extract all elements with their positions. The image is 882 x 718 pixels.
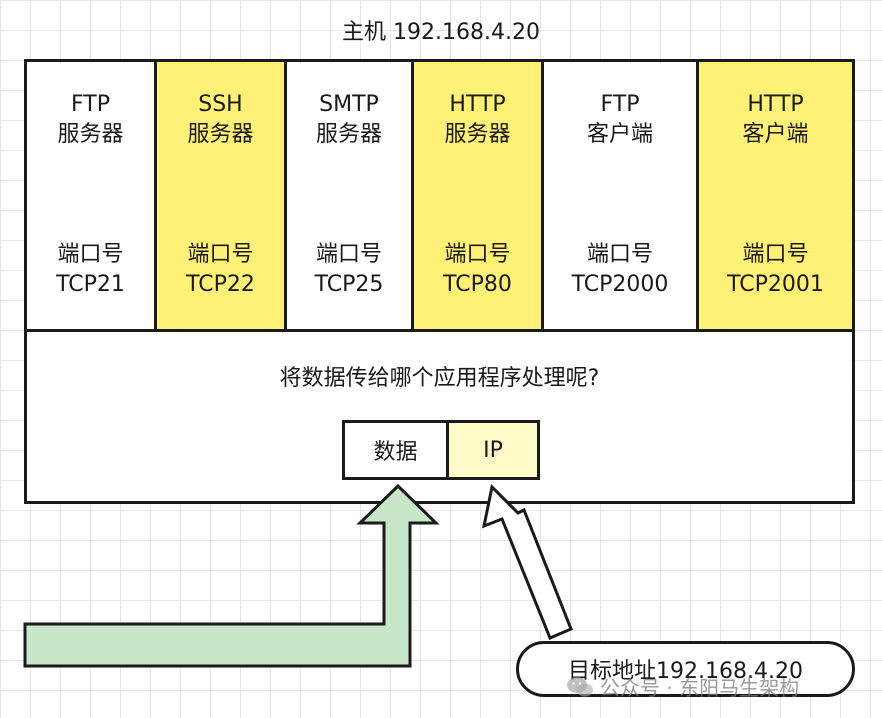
app-port: 端口号 TCP21 <box>27 240 154 300</box>
question-text: 将数据传给哪个应用程序处理呢? <box>279 366 600 391</box>
app-role: 服务器 <box>57 122 124 147</box>
port-number: TCP80 <box>443 272 512 297</box>
app-protocol: FTP <box>71 92 110 117</box>
app-cell-ssh-server: SSH 服务器 端口号 TCP22 <box>157 62 287 329</box>
app-role: 客户端 <box>742 122 809 147</box>
app-port: 端口号 TCP2000 <box>544 240 696 300</box>
host-box: FTP 服务器 端口号 TCP21 SSH 服务器 端口号 TCP22 SMTP… <box>24 59 855 504</box>
port-label: 端口号 <box>187 242 254 267</box>
app-cell-smtp-server: SMTP 服务器 端口号 TCP25 <box>287 62 414 329</box>
app-role: 客户端 <box>586 122 653 147</box>
app-port: 端口号 TCP22 <box>157 240 284 300</box>
port-number: TCP2001 <box>727 272 824 297</box>
app-cell-ftp-client: FTP 客户端 端口号 TCP2000 <box>544 62 699 329</box>
app-cell-http-server: HTTP 服务器 端口号 TCP80 <box>414 62 544 329</box>
port-number: TCP21 <box>56 272 125 297</box>
app-port: 端口号 TCP2001 <box>699 240 852 300</box>
app-protocol: FTP <box>600 92 640 117</box>
app-name: HTTP 服务器 <box>414 90 541 150</box>
data-arrow <box>23 483 440 668</box>
watermark-text: 公众号 · 东阳马生架构 <box>600 676 800 700</box>
port-label: 端口号 <box>57 242 124 267</box>
app-port: 端口号 TCP25 <box>287 240 411 300</box>
watermark: 公众号 · 东阳马生架构 <box>566 672 799 701</box>
app-cell-http-client: HTTP 客户端 端口号 TCP2001 <box>699 62 852 329</box>
applications-row: FTP 服务器 端口号 TCP21 SSH 服务器 端口号 TCP22 SMTP… <box>27 62 852 332</box>
port-number: TCP2000 <box>571 272 669 297</box>
port-label: 端口号 <box>315 242 382 267</box>
app-role: 服务器 <box>444 122 511 147</box>
app-cell-ftp-server: FTP 服务器 端口号 TCP21 <box>27 62 157 329</box>
packet-ip-field: IP <box>446 420 540 480</box>
app-role: 服务器 <box>315 122 382 147</box>
app-protocol: HTTP <box>747 92 804 117</box>
port-number: TCP25 <box>314 272 384 297</box>
ip-arrow <box>481 483 573 640</box>
port-label: 端口号 <box>586 242 653 267</box>
app-name: SSH 服务器 <box>157 90 284 150</box>
app-role: 服务器 <box>187 122 254 147</box>
app-name: FTP 客户端 <box>544 90 696 150</box>
app-name: HTTP 客户端 <box>699 90 852 150</box>
port-label: 端口号 <box>742 242 809 267</box>
app-protocol: SMTP <box>319 92 379 117</box>
packet-data-field: 数据 <box>342 420 449 480</box>
host-title: 主机 192.168.4.20 <box>342 20 540 45</box>
app-protocol: SSH <box>198 92 243 117</box>
app-protocol: HTTP <box>449 92 506 117</box>
packet: 数据 IP <box>342 420 540 480</box>
app-name: SMTP 服务器 <box>287 90 411 150</box>
wechat-icon <box>567 676 593 696</box>
port-number: TCP22 <box>186 272 255 297</box>
app-name: FTP 服务器 <box>27 90 154 150</box>
app-port: 端口号 TCP80 <box>414 240 541 300</box>
port-label: 端口号 <box>444 242 511 267</box>
